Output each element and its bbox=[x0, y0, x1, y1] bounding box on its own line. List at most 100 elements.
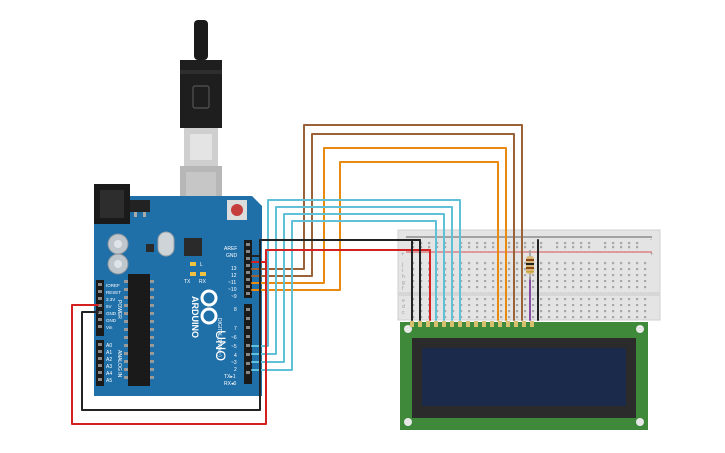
breadboard-hole bbox=[572, 262, 575, 265]
rail-hole bbox=[612, 246, 615, 249]
pin-label-10: ~10 bbox=[228, 287, 237, 293]
breadboard-hole bbox=[492, 304, 495, 307]
pin-label-vin: Vin bbox=[106, 325, 113, 330]
breadboard-hole bbox=[524, 268, 527, 271]
wire-black-gnd-top bbox=[251, 239, 421, 257]
pin-label-6: ~6 bbox=[231, 335, 237, 341]
rail-hole bbox=[468, 246, 471, 249]
pin-label-gnd-1: GND bbox=[106, 311, 117, 316]
breadboard-hole bbox=[500, 310, 503, 313]
breadboard-hole bbox=[644, 298, 647, 301]
row-letter-g: g bbox=[402, 280, 405, 286]
breadboard-hole bbox=[572, 316, 575, 319]
breadboard-hole bbox=[444, 280, 447, 283]
breadboard-hole bbox=[612, 310, 615, 313]
breadboard-hole bbox=[548, 310, 551, 313]
breadboard-hole bbox=[564, 268, 567, 271]
resistor[interactable] bbox=[526, 250, 534, 280]
breadboard-hole bbox=[612, 268, 615, 271]
breadboard-hole bbox=[508, 274, 511, 277]
breadboard-holes bbox=[412, 242, 647, 319]
arduino-uno-board[interactable]: L TX RX ARDUINO UNO AREF GND 13 12 ~11 bbox=[94, 184, 262, 396]
breadboard-hole bbox=[524, 280, 527, 283]
breadboard-hole bbox=[604, 262, 607, 265]
breadboard-hole bbox=[460, 274, 463, 277]
breadboard-hole bbox=[436, 304, 439, 307]
rail-hole bbox=[620, 246, 623, 249]
breadboard-hole bbox=[588, 268, 591, 271]
breadboard-hole bbox=[588, 310, 591, 313]
breadboard-hole bbox=[468, 316, 471, 319]
pin-label-aref: AREF bbox=[224, 246, 237, 252]
breadboard-hole bbox=[452, 280, 455, 283]
breadboard-hole bbox=[484, 286, 487, 289]
wire-orange-d11 bbox=[251, 147, 507, 321]
analog-in-label: ANALOG IN bbox=[116, 350, 122, 378]
breadboard-hole bbox=[524, 304, 527, 307]
breadboard-hole bbox=[500, 274, 503, 277]
rail-plus-label: + bbox=[401, 252, 405, 258]
breadboard-hole bbox=[444, 310, 447, 313]
breadboard-hole bbox=[436, 298, 439, 301]
breadboard-hole bbox=[620, 268, 623, 271]
breadboard-hole bbox=[572, 298, 575, 301]
wires bbox=[71, 124, 539, 425]
breadboard-hole bbox=[596, 268, 599, 271]
breadboard-hole bbox=[636, 268, 639, 271]
led-label-tx: TX bbox=[184, 279, 191, 285]
breadboard-hole bbox=[468, 262, 471, 265]
rail-hole bbox=[516, 246, 519, 249]
breadboard-hole bbox=[420, 304, 423, 307]
breadboard-hole bbox=[420, 310, 423, 313]
breadboard-hole bbox=[500, 298, 503, 301]
breadboard-hole bbox=[516, 274, 519, 277]
led-label-rx: RX bbox=[199, 279, 207, 285]
breadboard-hole bbox=[588, 304, 591, 307]
breadboard-hole bbox=[628, 310, 631, 313]
rail-hole bbox=[460, 242, 463, 245]
breadboard-hole bbox=[484, 274, 487, 277]
breadboard-hole bbox=[556, 310, 559, 313]
rail-hole bbox=[428, 242, 431, 245]
breadboard-hole bbox=[540, 280, 543, 283]
pin-label-a1: A1 bbox=[106, 350, 112, 356]
rail-hole bbox=[508, 246, 511, 249]
breadboard-hole bbox=[620, 262, 623, 265]
breadboard-hole bbox=[420, 316, 423, 319]
breadboard-hole bbox=[516, 286, 519, 289]
breadboard-hole bbox=[580, 310, 583, 313]
breadboard-hole bbox=[540, 298, 543, 301]
lcd-pin-header bbox=[410, 321, 534, 327]
breadboard-hole bbox=[556, 274, 559, 277]
breadboard-hole bbox=[628, 304, 631, 307]
breadboard-hole bbox=[476, 280, 479, 283]
arduino-brand-text: ARDUINO bbox=[190, 296, 200, 338]
breadboard-hole bbox=[636, 304, 639, 307]
breadboard-hole bbox=[444, 298, 447, 301]
wire-black-gnd-loop bbox=[81, 255, 261, 411]
breadboard-hole bbox=[476, 286, 479, 289]
breadboard-hole bbox=[556, 280, 559, 283]
breadboard-hole bbox=[452, 316, 455, 319]
rail-hole bbox=[588, 246, 591, 249]
rail-hole bbox=[540, 242, 543, 245]
lcd-pin bbox=[450, 321, 454, 327]
breadboard-hole bbox=[596, 310, 599, 313]
lcd-16x2-module[interactable] bbox=[400, 321, 648, 430]
breadboard-hole bbox=[620, 280, 623, 283]
breadboard-hole bbox=[556, 316, 559, 319]
row-letter-j: j bbox=[401, 262, 403, 268]
breadboard-hole bbox=[580, 268, 583, 271]
breadboard-hole bbox=[628, 268, 631, 271]
breadboard-hole bbox=[508, 280, 511, 283]
breadboard-hole bbox=[572, 274, 575, 277]
row-letter-e: e bbox=[402, 298, 405, 304]
lcd-pin bbox=[434, 321, 438, 327]
rail-hole bbox=[468, 242, 471, 245]
rail-hole bbox=[516, 242, 519, 245]
breadboard-hole bbox=[468, 280, 471, 283]
breadboard-hole bbox=[540, 304, 543, 307]
breadboard-hole bbox=[532, 310, 535, 313]
breadboard-hole bbox=[444, 316, 447, 319]
rail-hole bbox=[604, 246, 607, 249]
